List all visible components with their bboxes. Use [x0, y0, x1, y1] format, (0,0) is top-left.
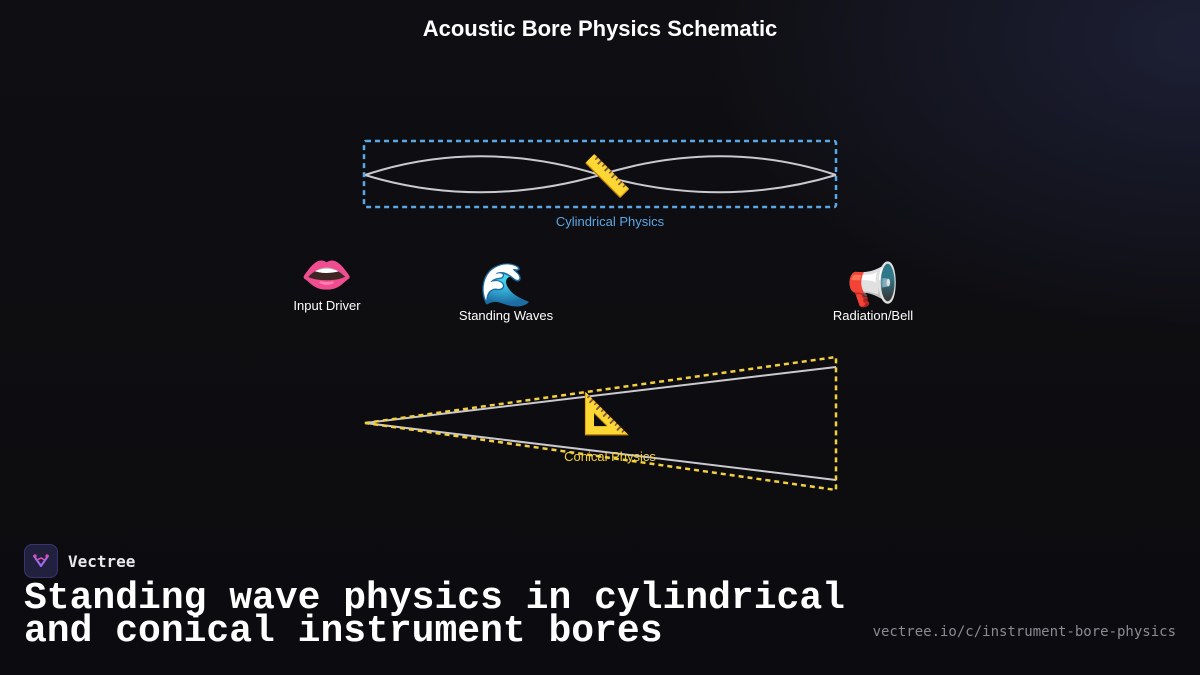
input-driver-label: Input Driver [293, 298, 361, 313]
node-standing-waves[interactable]: 🌊 Standing Waves [436, 261, 576, 324]
cylindrical-physics-label: Cylindrical Physics [555, 214, 665, 229]
diagram-title: Acoustic Bore Physics Schematic [422, 16, 778, 41]
megaphone-icon: 📢 [846, 261, 900, 308]
wave-icon: 🌊 [479, 261, 533, 308]
conical-physics-label: Conical Physics [564, 449, 656, 464]
cylindrical-wave-lower [364, 173, 837, 194]
conical-bore-lower [364, 422, 837, 481]
radiation-bell-label: Radiation/Bell [832, 308, 914, 323]
conical-group-outline [364, 355, 838, 492]
cylindrical-group-box [362, 139, 838, 209]
standing-waves-label: Standing Waves [458, 308, 554, 323]
conical-bore-upper [364, 366, 837, 424]
brand-name: Vectree [68, 551, 136, 571]
straight-ruler-icon: 📏 [582, 155, 632, 199]
node-radiation-bell[interactable]: 📢 Radiation/Bell [808, 261, 938, 324]
triangular-ruler-icon: 📐 [582, 392, 632, 436]
brand: Vectree [24, 544, 135, 578]
caption: Standing wave physics in cylindrical and… [24, 577, 845, 653]
lips-icon: 👄 [300, 251, 354, 298]
source-url[interactable]: vectree.io/c/instrument-bore-physics [872, 624, 1176, 640]
node-input-driver[interactable]: 👄 Input Driver [267, 251, 387, 314]
vectree-logo-icon [24, 544, 58, 578]
